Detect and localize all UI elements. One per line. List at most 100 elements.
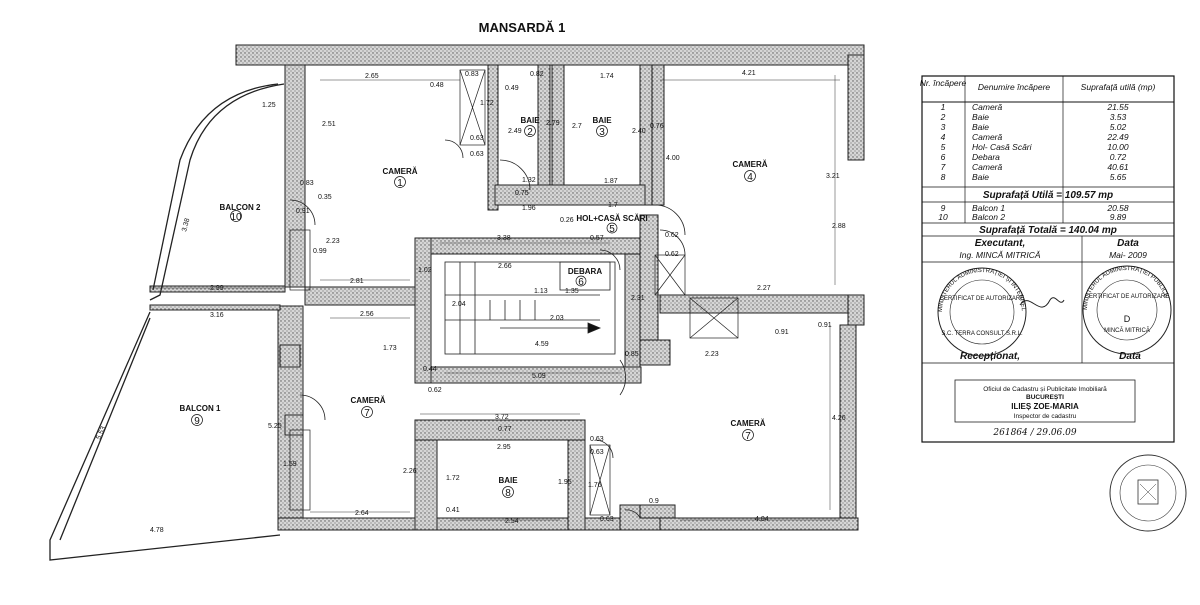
ocpi-office: Oficiul de Cadastru și Publicitate Imobi…	[983, 386, 1107, 393]
room-number-circle	[744, 170, 756, 182]
table-cell: 21.55	[1106, 102, 1129, 112]
table-cell: 10.00	[1107, 142, 1129, 152]
dimension-label: 3.38	[497, 235, 511, 242]
dimension-label: 1.74	[600, 73, 614, 80]
ventilation-shafts	[289, 69, 739, 516]
plan-title: MANSARDĂ 1	[479, 20, 566, 35]
dimension-label: 1.59	[283, 461, 297, 468]
dimension-label: 1.72	[446, 475, 460, 482]
reception-date-label: Data	[1119, 351, 1141, 362]
dimension-label: 0.76	[650, 123, 664, 130]
dimension-label: 0.63	[590, 449, 604, 456]
dimension-label: 2.51	[322, 121, 336, 128]
dimension-label: 0.83	[465, 71, 479, 78]
room-number-8: 8	[505, 488, 511, 499]
dimension-label: 1.76	[588, 482, 602, 489]
table-cell: 5	[941, 142, 946, 152]
balcony-outlines	[49, 83, 285, 561]
dimension-label: 0.44	[423, 366, 437, 373]
dimension-label: 1.96	[522, 205, 536, 212]
dimension-label: 2.26	[403, 468, 417, 475]
receptionat-label: Recepționat,	[960, 351, 1020, 362]
dimension-label: 1.7	[608, 202, 618, 209]
dimension-label: 1.35	[565, 288, 579, 295]
dimension-label: 3.16	[210, 312, 224, 319]
ocpi-reference: 261864 / 29.06.09	[992, 428, 1076, 438]
table-cell: 5.02	[1110, 122, 1127, 132]
table-cell: Baie	[972, 122, 989, 132]
dimension-label: 0.63	[470, 151, 484, 158]
room-labels: CAMERĂ 1 BAIE 2 BAIE 3 CAMERĂ 4 HOL+CASĂ…	[180, 116, 768, 499]
dimension-label: 1.73	[383, 345, 397, 352]
dimension-label: 0.91	[775, 329, 789, 336]
stamp-center-text: CERTIFICAT DE AUTORIZARE	[1085, 294, 1170, 300]
dimension-label: 1.32	[522, 177, 536, 184]
dimension-label: 1.02	[418, 267, 432, 274]
dimension-label: 4.04	[755, 516, 769, 523]
dimension-lines	[150, 75, 840, 521]
table-cell: 4	[941, 132, 946, 142]
room-number-circle	[742, 429, 754, 441]
room-label-8: BAIE	[498, 476, 518, 485]
dimension-label: 4.59	[535, 341, 549, 348]
dimension-label: 0.35	[318, 194, 332, 201]
stamp-name: MINCĂ MITRICĂ	[1104, 327, 1150, 334]
room-number-circle	[596, 125, 608, 137]
ocpi-inspector-role: Inspector de cadastru	[1014, 413, 1077, 420]
dimension-label: 2.66	[498, 263, 512, 270]
dimension-label: 2.49	[508, 128, 522, 135]
dimension-label: 1.87	[604, 178, 618, 185]
table-cell: Cameră	[972, 162, 1003, 172]
dimension-label: 0.91	[818, 322, 832, 329]
room-label-7b: CAMERĂ	[730, 419, 765, 428]
dimension-label: 4.00	[666, 155, 680, 162]
room-label-4: CAMERĂ	[732, 160, 767, 169]
dimension-label: 0.85	[625, 351, 639, 358]
stamp-center-text: CERTIFICAT DE AUTORIZARE	[940, 296, 1025, 302]
dimension-label: 3.72	[495, 414, 509, 421]
room-number-6: 6	[578, 277, 584, 288]
dimension-labels: 1.25 2.65 0.48 0.83 0.82 1.74 4.21 2.51 …	[95, 70, 845, 534]
dimension-label: 0.99	[313, 248, 327, 255]
dimension-label: 5.53	[95, 425, 107, 440]
room-number-3: 3	[599, 127, 605, 138]
ocpi-city: BUCUREȘTI	[1026, 394, 1064, 401]
stair-treads	[444, 261, 616, 355]
dimension-label: 0.83	[300, 180, 314, 187]
dimension-label: 2.27	[757, 285, 771, 292]
dimension-label: 4.26	[832, 415, 846, 422]
room-number-10: 10	[230, 212, 242, 223]
table-cell: Balcon 2	[972, 212, 1005, 222]
room-number-circle	[230, 210, 242, 222]
dimension-label: 2.95	[497, 444, 511, 451]
stamp-right: MINISTERUL ADMINISTRAȚIEI PUBLICE CERTIF…	[1082, 265, 1172, 355]
dimension-label: 2.04	[452, 301, 466, 308]
room-number-4: 4	[747, 172, 753, 183]
room-label-3: BAIE	[592, 116, 612, 125]
table-cell: 9	[941, 203, 946, 213]
table-cell: Hol- Casă Scări	[972, 142, 1033, 152]
room-label-10: BALCON 2	[220, 203, 261, 212]
dimension-label: 2.88	[832, 223, 846, 230]
dimension-label: 0.48	[430, 82, 444, 89]
dimension-label: 3.38	[181, 217, 191, 232]
walls	[149, 44, 865, 531]
table-cell: Debara	[972, 152, 1000, 162]
dimension-label: 2.81	[350, 278, 364, 285]
table-cell: 10	[938, 212, 948, 222]
dimension-label: 1.95	[558, 479, 572, 486]
room-label-2: BAIE	[520, 116, 540, 125]
table-header-area: Suprafață utilă (mp)	[1081, 82, 1156, 92]
room-label-5: HOL+CASĂ SCĂRI	[576, 214, 647, 223]
dimension-label: 0.63	[470, 135, 484, 142]
table-cell: Baie	[972, 112, 989, 122]
stamp-firm-text: S.C. TERRA CONSULT S.R.L.	[941, 331, 1023, 337]
dimension-label: 2.40	[632, 128, 646, 135]
table-cell: 20.58	[1106, 203, 1129, 213]
dimension-label: 2.23	[326, 238, 340, 245]
dimension-label: 2.03	[550, 315, 564, 322]
dimension-label: 2.99	[210, 285, 224, 292]
dimension-label: 1.25	[262, 102, 276, 109]
